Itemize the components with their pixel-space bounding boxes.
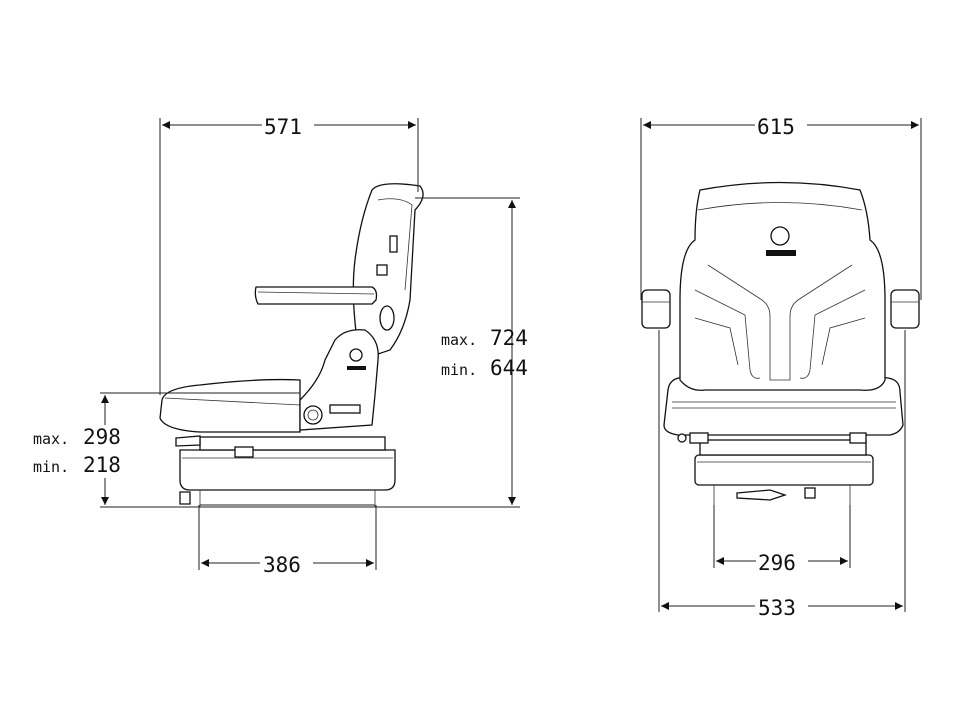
dimension-overall-width: 615 bbox=[757, 115, 795, 139]
dimension-height-max: 724 bbox=[490, 326, 528, 350]
brand-logo-icon bbox=[349, 348, 363, 362]
height-lever-icon bbox=[736, 489, 788, 501]
front-view-seat bbox=[641, 181, 920, 510]
dimension-seat-height-min: 218 bbox=[83, 453, 121, 477]
dimension-overall-depth: 571 bbox=[264, 115, 302, 139]
backrest-adjust-knob bbox=[379, 305, 395, 331]
dimension-frame-width: 533 bbox=[758, 596, 796, 620]
dimension-seat-height-max: 298 bbox=[83, 425, 121, 449]
height-min-prefix: min. bbox=[441, 361, 477, 379]
seat-height-min-prefix: min. bbox=[33, 458, 69, 476]
slide-lever-icon bbox=[234, 446, 254, 458]
brand-logo-icon bbox=[770, 226, 790, 246]
dimension-height-min: 644 bbox=[490, 356, 528, 380]
right-armrest bbox=[890, 289, 920, 329]
side-view-seat bbox=[159, 183, 424, 507]
front-view-dimensions bbox=[640, 118, 922, 612]
dimension-front-base-width: 296 bbox=[758, 551, 796, 575]
seat-height-max-prefix: max. bbox=[33, 430, 69, 448]
side-view-dimensions bbox=[100, 118, 520, 570]
height-max-prefix: max. bbox=[441, 331, 477, 349]
dimension-side-base-width: 386 bbox=[263, 553, 301, 577]
left-armrest bbox=[641, 289, 671, 329]
